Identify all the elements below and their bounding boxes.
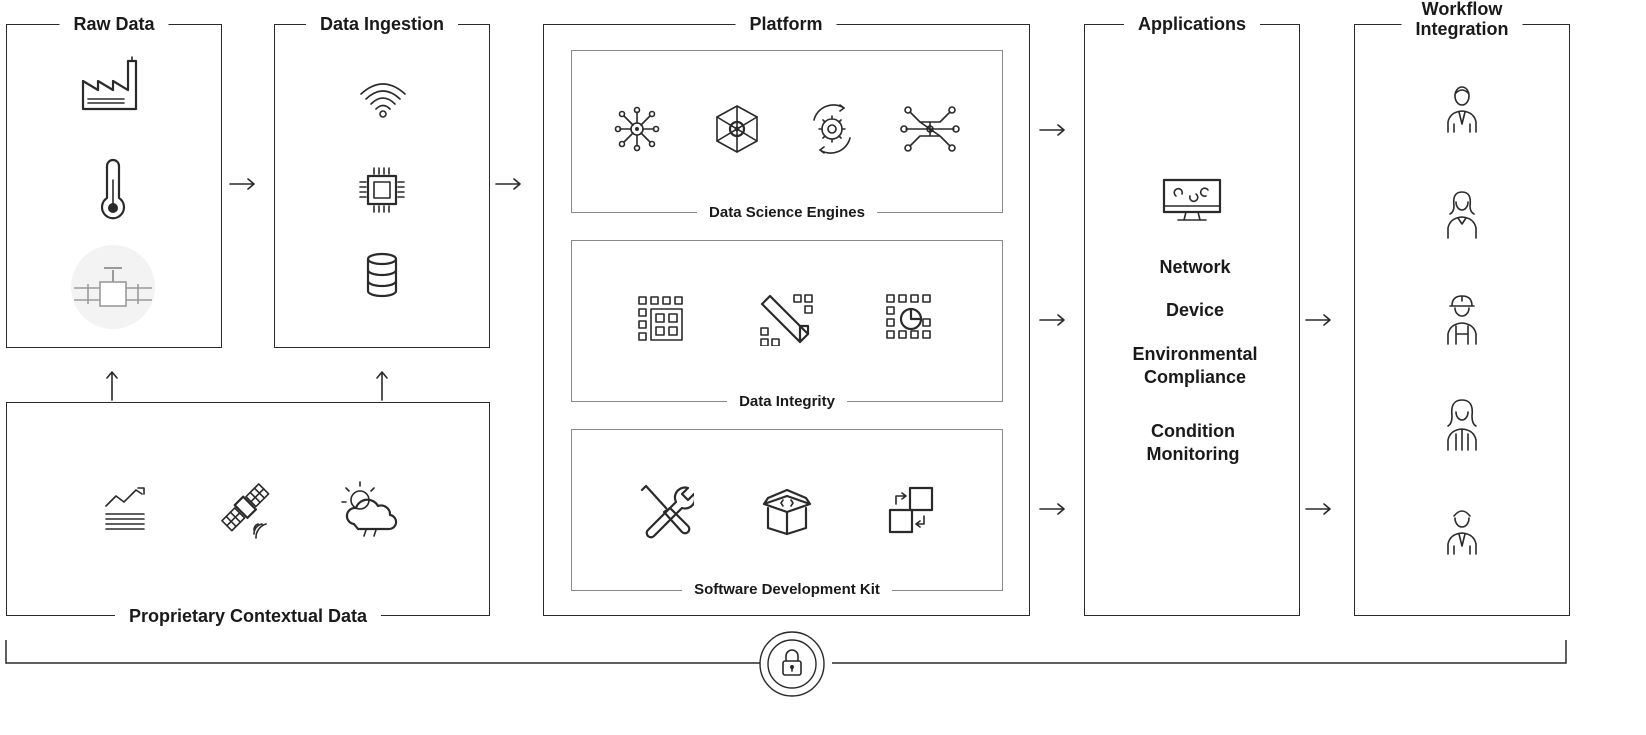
application-item: Device <box>1165 300 1225 320</box>
arrow-integrity-to-apps <box>1038 312 1068 333</box>
workflow-title-line1: Workflow <box>1421 0 1503 19</box>
package-icon <box>760 484 814 536</box>
transfer-icon <box>884 484 938 536</box>
grid-chart-icon <box>884 292 938 346</box>
wifi-icon <box>358 80 408 120</box>
application-item: Environmental Compliance <box>1132 344 1258 387</box>
arrow-apps-to-workflow-2 <box>1304 501 1334 522</box>
tools-icon <box>638 482 694 540</box>
application-item: Network <box>1159 257 1231 277</box>
arrow-raw-to-ingestion <box>228 176 258 197</box>
trend-chart-icon <box>102 484 150 534</box>
factory-icon <box>80 55 144 113</box>
network-node-icon <box>612 104 662 154</box>
raw-data-title: Raw Data <box>59 14 169 34</box>
sdk-label: Software Development Kit <box>682 581 892 599</box>
thermometer-icon <box>96 158 130 224</box>
woman-icon <box>1442 190 1482 240</box>
workflow-integration-title: Workflow Integration <box>1401 0 1523 39</box>
lock-icon <box>758 630 826 698</box>
businessman-icon <box>1442 84 1482 134</box>
data-science-engines-label: Data Science Engines <box>697 204 877 222</box>
gear-cycle-icon <box>804 102 860 156</box>
contextual-data-title: Proprietary Contextual Data <box>114 606 382 626</box>
data-ingestion-box <box>274 24 490 348</box>
security-bracket <box>0 636 1646 696</box>
diagonal-grid-icon <box>758 292 814 346</box>
data-ingestion-title: Data Ingestion <box>305 14 459 34</box>
monitor-icon <box>1160 176 1224 224</box>
arrow-dse-to-apps <box>1038 122 1068 143</box>
database-icon <box>364 252 400 298</box>
arrow-apps-to-workflow-1 <box>1304 312 1334 333</box>
satellite-icon <box>216 478 276 540</box>
contextual-data-box <box>6 402 490 616</box>
platform-title: Platform <box>735 14 837 34</box>
weather-icon <box>336 478 402 540</box>
data-integrity-label: Data Integrity <box>727 393 847 411</box>
engineer-icon <box>1442 294 1482 346</box>
grid-icon <box>636 294 686 344</box>
woman-worker-icon <box>1442 398 1482 452</box>
chip-icon <box>356 164 408 216</box>
hexagon-network-icon <box>710 102 764 156</box>
arrow-context-to-raw <box>105 368 119 407</box>
circuit-icon <box>900 102 960 156</box>
application-item: Condition Monitoring <box>1146 421 1240 464</box>
workflow-title-line2: Integration <box>1415 19 1509 39</box>
applications-box <box>1084 24 1300 616</box>
pipeline-valve-icon <box>70 244 156 330</box>
arrow-ingestion-to-platform <box>494 176 524 197</box>
applications-title: Applications <box>1123 14 1261 34</box>
arrow-sdk-to-apps <box>1038 501 1068 522</box>
arrow-context-to-ingestion <box>375 368 389 407</box>
man-icon <box>1442 506 1482 556</box>
